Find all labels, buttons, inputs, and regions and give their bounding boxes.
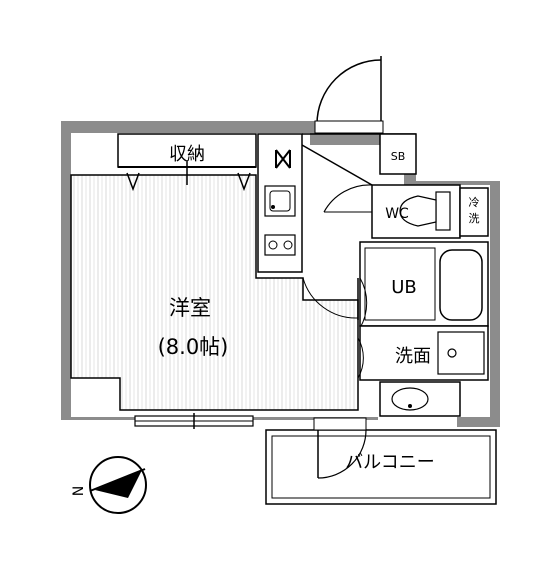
storage-label: 収納: [169, 144, 205, 165]
washroom-label: 洗面: [395, 346, 431, 367]
compass-icon: [89, 456, 147, 514]
washroom: [357, 325, 489, 381]
south-window: [134, 413, 254, 429]
balcony-label: バルコニー: [345, 452, 435, 473]
refrigerator-space-icon: [275, 149, 291, 169]
washing-machine-area: [459, 187, 489, 237]
refrigerator-label: 冷: [469, 196, 480, 209]
toilet-label: WC: [385, 206, 409, 222]
north-label: N: [71, 486, 87, 496]
kitchen-counter: [257, 133, 303, 273]
storage-closet: [117, 133, 257, 192]
western-room-size: (8.0帖): [158, 335, 229, 359]
washing-machine-label: 洗: [469, 212, 480, 225]
toilet-room: [323, 184, 461, 239]
entrance-walls: [301, 133, 417, 186]
wash-basin-icon: [379, 381, 461, 417]
shoe-box-label: SB: [391, 150, 406, 163]
balcony: [265, 417, 497, 505]
unit-bath: [359, 241, 489, 329]
interior-door: [302, 277, 359, 320]
entrance-door: [314, 56, 384, 134]
western-room-label: 洋室: [169, 296, 211, 320]
unit-bath-label: UB: [391, 277, 417, 298]
